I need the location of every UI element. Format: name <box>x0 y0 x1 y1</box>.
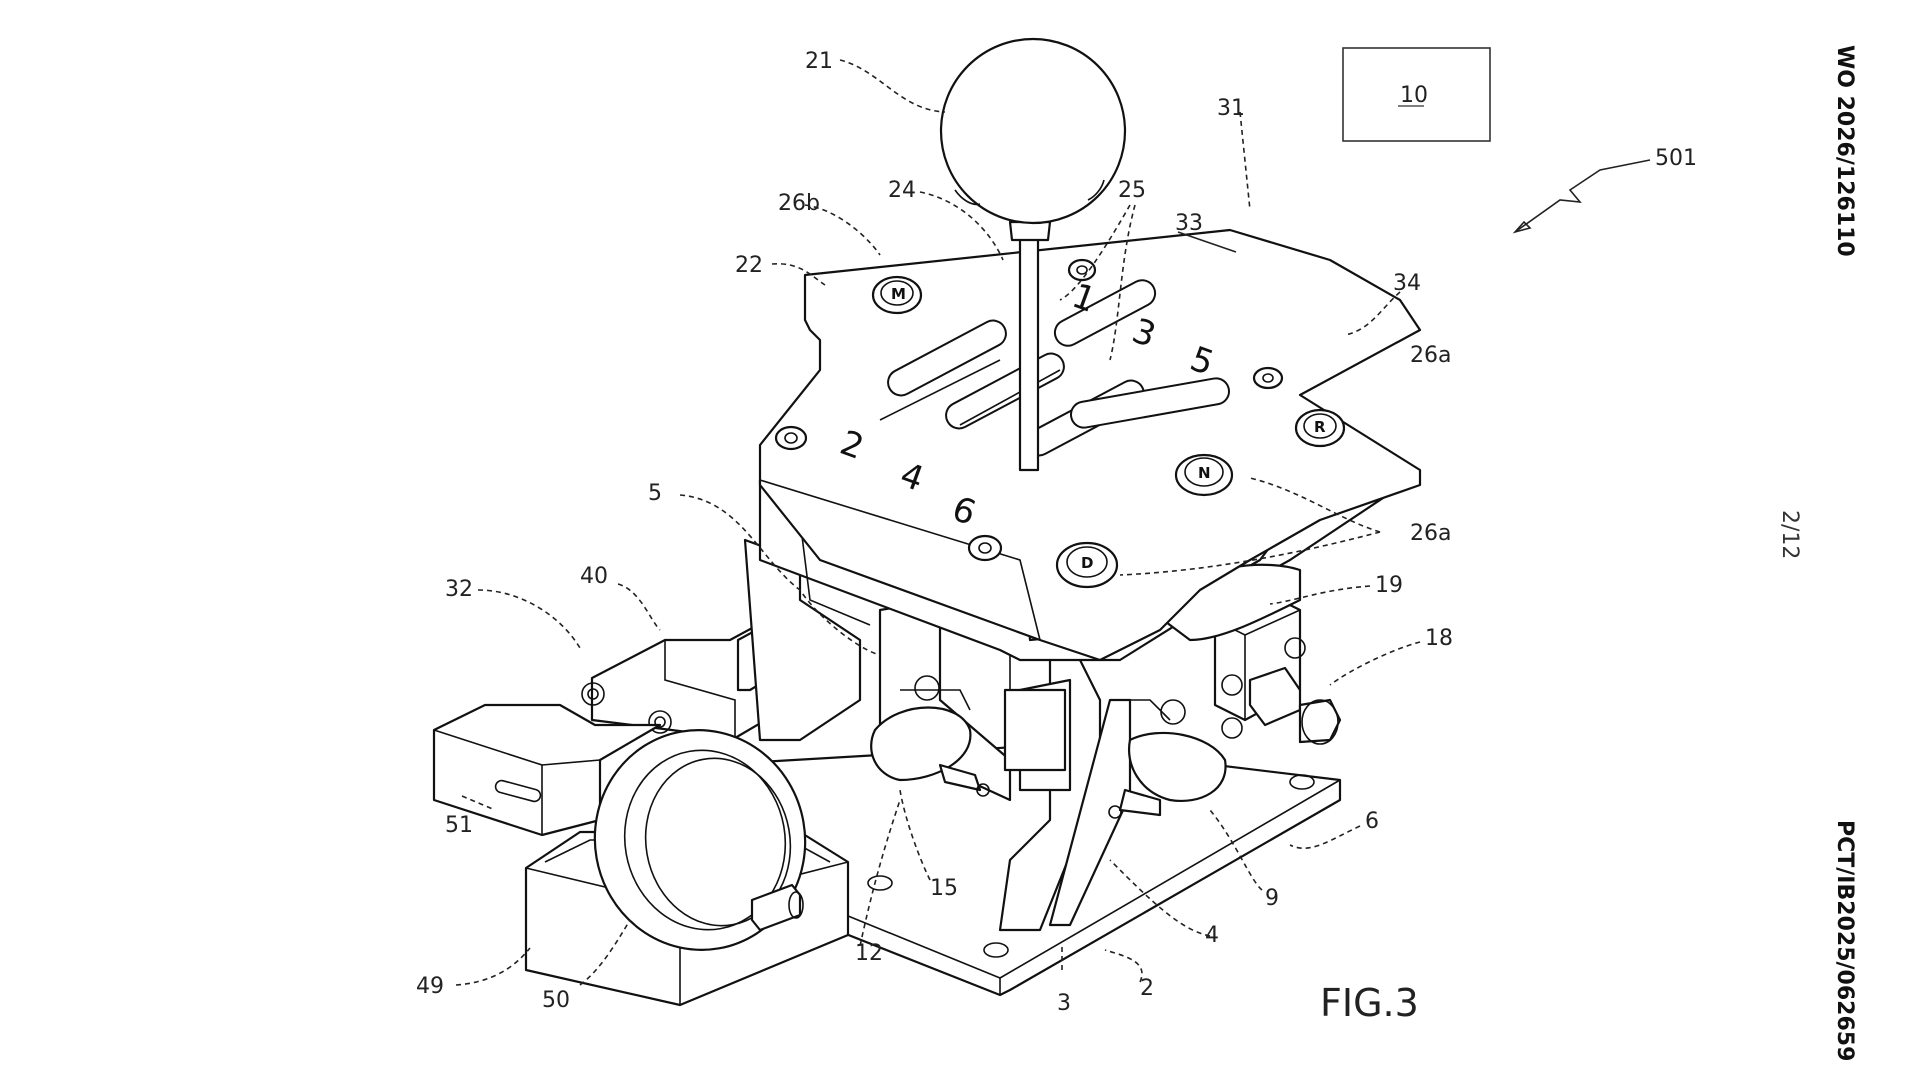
ref-50: 50 <box>542 988 570 1013</box>
ref-33: 33 <box>1175 211 1203 236</box>
ref-26a-mid: 26a <box>1410 521 1451 546</box>
button-n[interactable]: N <box>1174 453 1234 497</box>
figure-label: FIG.3 <box>1320 981 1419 1025</box>
control-unit-box: 10 <box>1342 47 1491 142</box>
ref-51: 51 <box>445 813 473 838</box>
ref-34: 34 <box>1393 271 1421 296</box>
valve-left <box>870 675 990 797</box>
ref-5: 5 <box>648 481 662 506</box>
button-m[interactable]: M <box>871 275 923 315</box>
ref-12: 12 <box>855 941 883 966</box>
ref-49: 49 <box>416 974 444 999</box>
svg-text:M: M <box>891 285 906 303</box>
ref-6: 6 <box>1365 809 1379 834</box>
ref-40: 40 <box>580 564 608 589</box>
ref-24: 24 <box>888 178 916 203</box>
valve-right <box>1108 699 1227 819</box>
svg-text:R: R <box>1314 418 1326 436</box>
ref-501: 501 <box>1655 146 1697 171</box>
ref-4: 4 <box>1205 923 1219 948</box>
shift-gate-plate <box>758 228 1422 662</box>
plate-screws <box>774 258 1284 562</box>
application-number: PCT/IB2025/062659 <box>1832 820 1857 1061</box>
shift-lever[interactable] <box>939 37 1127 472</box>
damper-wheel-housing <box>524 729 850 1007</box>
ref-31: 31 <box>1217 96 1245 121</box>
ref-18: 18 <box>1425 626 1453 651</box>
ref-32: 32 <box>445 577 473 602</box>
ref-10: 10 <box>1400 83 1428 108</box>
ref-26a-top: 26a <box>1410 343 1451 368</box>
reference-numerals: 21 31 501 24 25 26b 33 22 34 26a 26a 5 1… <box>416 49 1697 1016</box>
button-d[interactable]: D <box>1055 541 1119 589</box>
ref-2: 2 <box>1140 976 1154 1001</box>
ref-19: 19 <box>1375 573 1403 598</box>
publication-number: WO 2026/126110 <box>1832 45 1857 257</box>
ref-25: 25 <box>1118 178 1146 203</box>
svg-text:D: D <box>1081 554 1093 572</box>
gear-number-labels: 1 2 3 4 5 6 <box>835 276 1219 534</box>
svg-text:N: N <box>1198 464 1211 482</box>
ref-9: 9 <box>1265 886 1279 911</box>
ref-3: 3 <box>1057 991 1071 1016</box>
slider-rail <box>432 703 662 837</box>
ref-22: 22 <box>735 253 763 278</box>
mode-buttons: M R N D <box>871 275 1346 589</box>
ref-21: 21 <box>805 49 833 74</box>
sheet-number: 2/12 <box>1777 510 1802 559</box>
shift-knob[interactable] <box>939 37 1127 225</box>
ref-26b: 26b <box>778 191 820 216</box>
leader-lines <box>455 59 1651 986</box>
ref-15: 15 <box>930 876 958 901</box>
button-r[interactable]: R <box>1294 408 1346 448</box>
